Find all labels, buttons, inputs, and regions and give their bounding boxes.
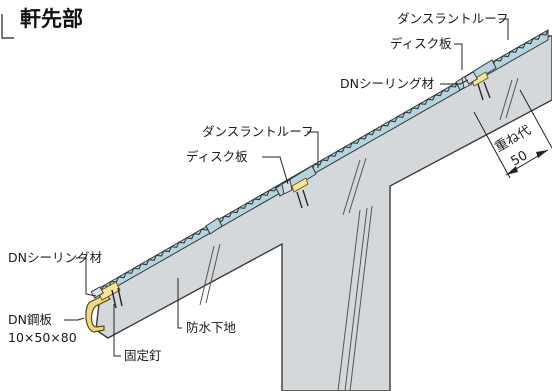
column-texture bbox=[337, 205, 373, 391]
fixing-nail-shaft-2 bbox=[117, 287, 123, 307]
dn-sealant-eave bbox=[97, 281, 121, 301]
label-waterproof-base: 防水下地 bbox=[186, 320, 237, 335]
overlap-joint-lower bbox=[205, 217, 223, 235]
label-roofing-top: ダンスラントルーフ bbox=[397, 11, 509, 26]
substrate-texture bbox=[199, 77, 519, 306]
label-steel-plate: DN鋼板 bbox=[8, 312, 52, 327]
overlap-value: 50 bbox=[509, 148, 531, 169]
overlap-dimension bbox=[473, 89, 552, 179]
disc-plate-mid bbox=[296, 189, 309, 209]
label-disc-top: ディスク板 bbox=[390, 36, 452, 51]
leader-lines bbox=[64, 18, 509, 357]
bracket-corner-icon bbox=[1, 14, 14, 39]
overlap-joint-middle bbox=[275, 165, 317, 197]
fixing-nail-shaft bbox=[111, 289, 117, 309]
waterproof-substrate bbox=[95, 35, 552, 391]
page-title: 軒先部 bbox=[20, 7, 83, 31]
label-steel-plate-size: 10×50×80 bbox=[8, 330, 77, 345]
label-sealing-top: DNシーリング材 bbox=[340, 76, 434, 91]
label-disc-mid: ディスク板 bbox=[186, 149, 248, 164]
label-fixing-nail: 固定釘 bbox=[124, 348, 162, 363]
label-roofing-mid: ダンスラントルーフ bbox=[202, 124, 314, 139]
dn-steel-plate bbox=[85, 293, 111, 333]
label-sealing-left: DNシーリング材 bbox=[8, 250, 102, 265]
